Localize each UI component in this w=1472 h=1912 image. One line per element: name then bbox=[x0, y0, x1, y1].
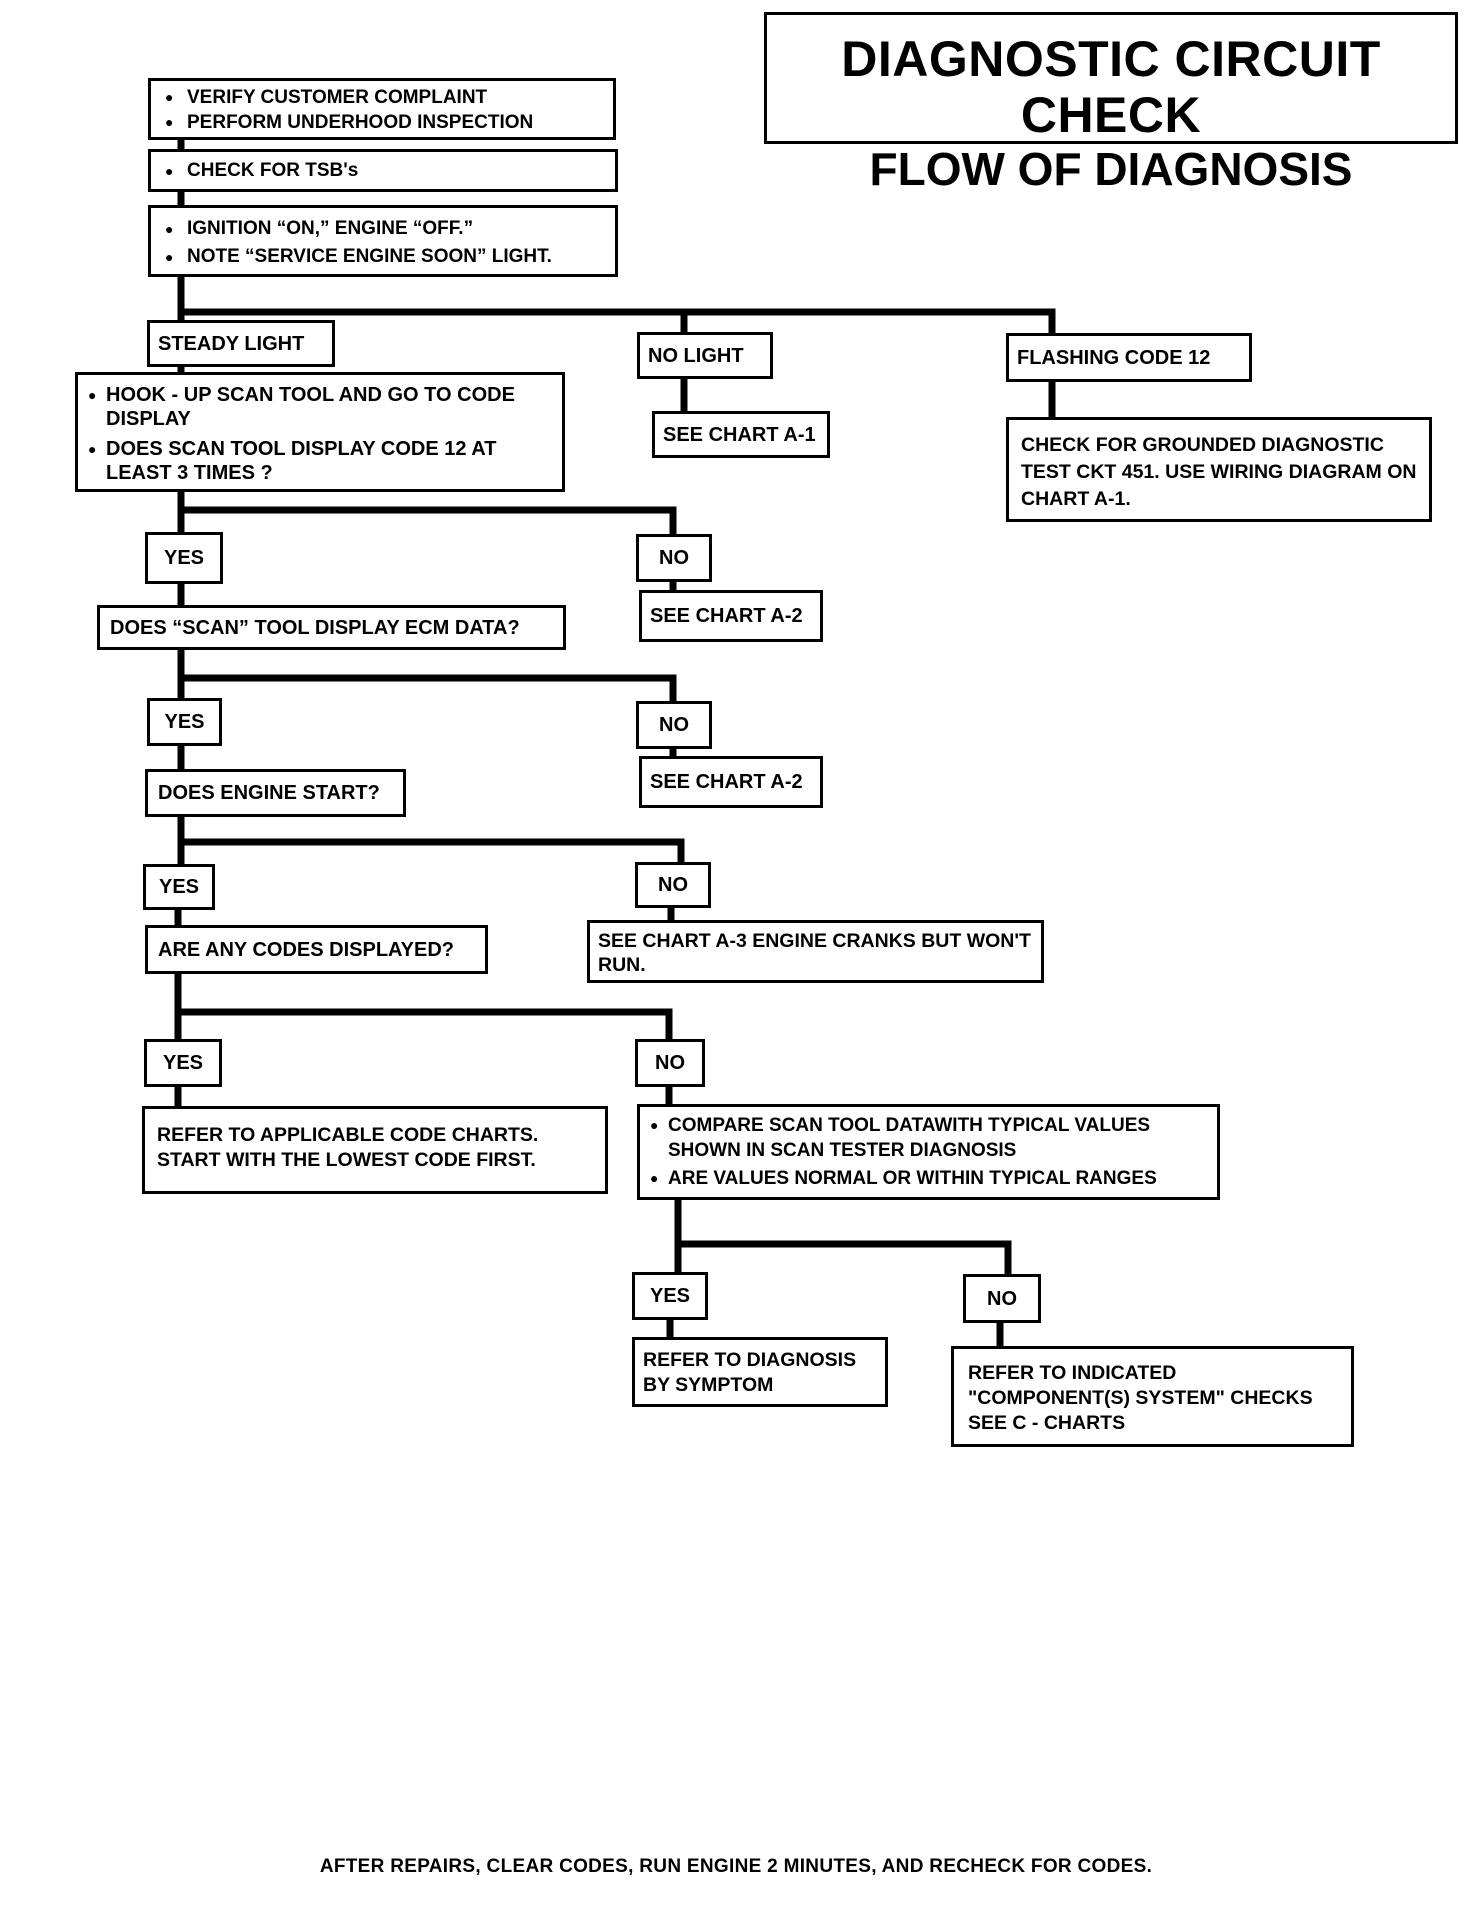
refer-symptom-box: REFER TO DIAGNOSIS BY SYMPTOM bbox=[632, 1337, 888, 1407]
yes-label-codes: YES bbox=[144, 1039, 222, 1087]
no-label-engine-start: NO bbox=[635, 862, 711, 908]
verify-complaint-item: VERIFY CUSTOMER COMPLAINT bbox=[159, 85, 605, 110]
see-chart-a1-box: SEE CHART A-1 bbox=[652, 411, 830, 458]
hookup-scan-tool-box: HOOK - UP SCAN TOOL AND GO TO CODE DISPL… bbox=[75, 372, 565, 492]
chart-title: DIAGNOSTIC CIRCUIT CHECK bbox=[841, 31, 1381, 143]
ignition-on-item: IGNITION “ON,” ENGINE “OFF.” bbox=[159, 215, 607, 243]
check-tsb-box: CHECK FOR TSB's bbox=[148, 149, 618, 192]
no-label-code12: NO bbox=[636, 534, 712, 582]
scan-tool-data-question: DOES “SCAN” TOOL DISPLAY ECM DATA? bbox=[97, 605, 566, 650]
flashing-code-label: FLASHING CODE 12 bbox=[1006, 333, 1252, 382]
refer-component-box: REFER TO INDICATED "COMPONENT(S) SYSTEM"… bbox=[951, 1346, 1354, 1447]
no-light-label: NO LIGHT bbox=[637, 332, 773, 379]
refer-component-line2: "COMPONENT(S) SYSTEM" CHECKS bbox=[968, 1387, 1313, 1409]
refer-code-charts-line2: START WITH THE LOWEST CODE FIRST. bbox=[157, 1149, 536, 1171]
verify-complaint-box: VERIFY CUSTOMER COMPLAINT PERFORM UNDERH… bbox=[148, 78, 616, 140]
no-label-scan-data: NO bbox=[636, 701, 712, 749]
yes-label-scan-data: YES bbox=[147, 698, 222, 746]
values-normal-item: ARE VALUES NORMAL OR WITHIN TYPICAL RANG… bbox=[648, 1166, 1209, 1191]
underhood-inspection-item: PERFORM UNDERHOOD INSPECTION bbox=[159, 110, 605, 135]
note-light-item: NOTE “SERVICE ENGINE SOON” LIGHT. bbox=[159, 243, 607, 271]
engine-start-question: DOES ENGINE START? bbox=[145, 769, 406, 817]
see-chart-a2-box-1: SEE CHART A-2 bbox=[639, 590, 823, 642]
ignition-box: IGNITION “ON,” ENGINE “OFF.” NOTE “SERVI… bbox=[148, 205, 618, 277]
display-code12-item: DOES SCAN TOOL DISPLAY CODE 12 AT LEAST … bbox=[86, 437, 554, 485]
footer-note: AFTER REPAIRS, CLEAR CODES, RUN ENGINE 2… bbox=[319, 1856, 1153, 1877]
chart-title-box: DIAGNOSTIC CIRCUIT CHECK FLOW OF DIAGNOS… bbox=[764, 12, 1458, 195]
yes-label-values: YES bbox=[632, 1272, 708, 1320]
no-label-values: NO bbox=[963, 1274, 1041, 1323]
see-chart-a2-box-2: SEE CHART A-2 bbox=[639, 756, 823, 808]
refer-code-charts-box: REFER TO APPLICABLE CODE CHARTS. START W… bbox=[142, 1106, 608, 1194]
check-grounded-box: CHECK FOR GROUNDED DIAGNOSTIC TEST CKT 4… bbox=[1006, 417, 1432, 522]
compare-values-item: COMPARE SCAN TOOL DATAWITH TYPICAL VALUE… bbox=[648, 1113, 1209, 1163]
chart-subtitle: FLOW OF DIAGNOSIS bbox=[869, 143, 1353, 195]
see-chart-a3-box: SEE CHART A-3 ENGINE CRANKS BUT WON'T RU… bbox=[587, 920, 1044, 983]
codes-displayed-question: ARE ANY CODES DISPLAYED? bbox=[145, 925, 488, 974]
compare-scan-data-box: COMPARE SCAN TOOL DATAWITH TYPICAL VALUE… bbox=[637, 1104, 1220, 1200]
no-label-codes: NO bbox=[635, 1039, 705, 1087]
refer-component-line1: REFER TO INDICATED bbox=[968, 1362, 1177, 1384]
steady-light-label: STEADY LIGHT bbox=[147, 320, 335, 367]
yes-label-engine-start: YES bbox=[143, 864, 215, 910]
hookup-item: HOOK - UP SCAN TOOL AND GO TO CODE DISPL… bbox=[86, 383, 554, 431]
refer-code-charts-line1: REFER TO APPLICABLE CODE CHARTS. bbox=[157, 1124, 539, 1146]
check-tsb-item: CHECK FOR TSB's bbox=[159, 159, 358, 183]
refer-component-line3: SEE C - CHARTS bbox=[968, 1412, 1126, 1434]
yes-label-code12: YES bbox=[145, 532, 223, 584]
